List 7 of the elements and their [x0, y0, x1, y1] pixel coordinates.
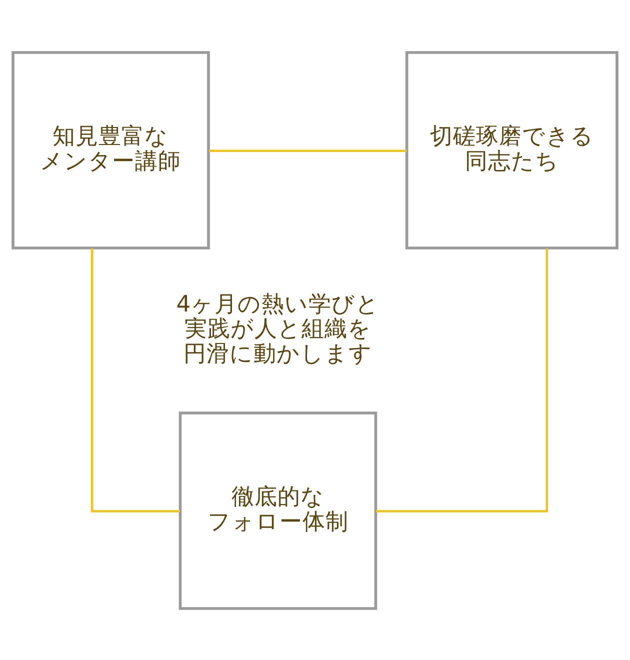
node-box: 切磋琢磨できる同志たち: [405, 50, 618, 249]
label: 4ヶ月の熱い学びと実践が人と組織を円滑に動かします: [176, 290, 380, 367]
node-box: 知見豊富なメンター講師: [12, 50, 210, 249]
connector: [90, 248, 180, 512]
connector: [208, 149, 407, 152]
connector: [376, 248, 548, 512]
node-box: 徹底的なフォロー体制: [178, 411, 378, 610]
